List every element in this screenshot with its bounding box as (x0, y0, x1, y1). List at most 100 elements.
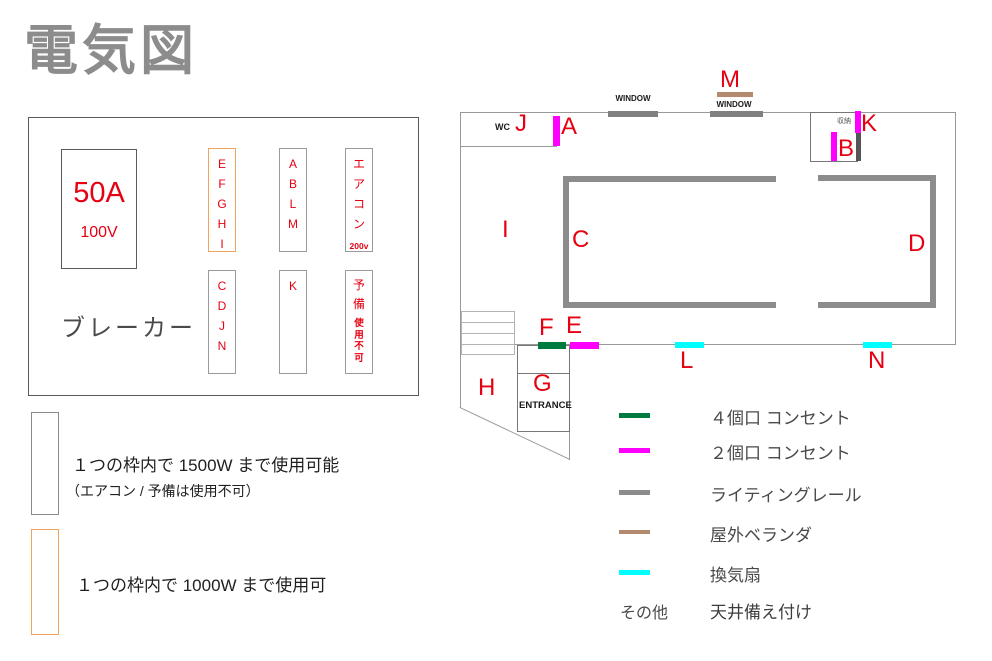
window-label-2: WINDOW (716, 100, 752, 109)
circuit-letter: ア (352, 177, 365, 191)
marker-letter-l: L (680, 347, 694, 374)
circuit-group-k: K (279, 270, 307, 374)
circuit-group-ablm: A B L M (279, 148, 307, 252)
marker-letter-d: D (908, 230, 926, 257)
circuit-letter: M (288, 217, 298, 231)
legend-swatch-fan (619, 570, 650, 575)
stair-step-line (462, 322, 514, 323)
lighting-rail-d-bottom (818, 302, 936, 308)
circuit-letter: B (288, 177, 297, 191)
outlet-bar-b (831, 132, 837, 161)
circuit-letter: G (217, 197, 227, 211)
lighting-rail-d-top (818, 175, 936, 181)
lighting-rail-c-left (563, 176, 569, 308)
fan-bar-l (675, 342, 704, 348)
stair-step-line (462, 333, 514, 334)
circuit-letter: 予 (352, 278, 365, 292)
wall-right (955, 112, 956, 345)
circuit-letter: J (219, 319, 225, 333)
wall-wc-bottom (460, 146, 557, 147)
usage-note-subtext-1500w: （エアコン / 予備は使用不可） (66, 483, 260, 499)
fan-bar-n (863, 342, 892, 348)
lighting-rail-c-bottom (563, 302, 776, 308)
legend-label-4-outlet: ４個口 コンセント (710, 409, 851, 428)
main-breaker-box: 50A 100V (61, 149, 137, 269)
marker-letter-i: I (502, 216, 509, 243)
outlet-bar-f (538, 342, 566, 349)
wall-bottom (513, 344, 956, 345)
stairs (461, 311, 515, 355)
circuit-letter: F (218, 177, 226, 191)
circuit-letter: C (217, 279, 227, 293)
usage-note-text-1000w: １つの枠内で 1000W まで使用可 (76, 576, 327, 595)
window-bar-1 (608, 111, 658, 117)
marker-letter-j: J (515, 110, 527, 137)
breaker-panel-label: ブレーカー (61, 315, 196, 342)
circuit-group-aircon: エ ア コ ン 200v (345, 148, 373, 252)
circuit-group-efghi: E F G H I (208, 148, 236, 252)
lighting-rail-c-top (563, 176, 776, 182)
marker-letter-m: M (720, 66, 740, 93)
marker-letter-f: F (539, 314, 554, 341)
breaker-panel: 50A 100V ブレーカー E F G H I A B L M エ ア コ ン… (28, 117, 419, 396)
circuit-letter: I (220, 237, 224, 251)
reserve-note-letter: 使 (354, 318, 364, 329)
legend-label-fan: 換気扇 (710, 566, 761, 585)
circuit-letter: 備 (352, 297, 365, 311)
wall-entrance-right (569, 431, 570, 460)
page-title: 電気図 (24, 18, 198, 82)
usage-note-text-1500w: １つの枠内で 1500W まで使用可能 (72, 456, 340, 475)
outlet-bar-k (855, 111, 861, 133)
main-breaker-volts: 100V (80, 223, 118, 241)
circuit-letter: ン (352, 217, 365, 231)
entrance-room (517, 345, 570, 432)
wc-label: WC (495, 122, 510, 132)
reserve-note-letter: 用 (354, 329, 364, 341)
circuit-letter: コ (352, 197, 365, 211)
wall-top (460, 112, 956, 113)
circuit-letter: N (217, 339, 227, 353)
wall-left (460, 112, 461, 408)
veranda-bar-m (717, 92, 753, 97)
entrance-divider (518, 373, 569, 374)
lighting-rail-d-right (930, 175, 936, 308)
aircon-voltage-note: 200v (349, 241, 369, 251)
outlet-bar-a (553, 116, 560, 146)
outlet-bar-e (570, 342, 599, 349)
circuit-group-cdjn: C D J N (208, 270, 236, 374)
reserve-note-letter: 可 (354, 352, 364, 364)
circuit-letter: エ (352, 157, 365, 171)
circuit-letter: H (217, 217, 227, 231)
usage-note-box-1500w (31, 412, 59, 515)
reserve-note-letter: 不 (354, 341, 364, 352)
window-bar-2 (710, 111, 763, 117)
marker-letter-n: N (868, 347, 886, 374)
circuit-letter: E (217, 157, 226, 171)
marker-letter-c: C (572, 226, 590, 253)
entrance-label: ENTRANCE (519, 400, 572, 411)
legend-swatch-veranda (619, 530, 650, 534)
usage-note-box-1000w (31, 529, 59, 635)
closet-label: 収納 (837, 118, 851, 125)
marker-letter-h: H (478, 374, 496, 401)
marker-letter-b: B (838, 135, 855, 162)
circuit-letter: L (289, 197, 297, 211)
stair-step-line (462, 344, 514, 345)
legend-label-2-outlet: ２個口 コンセント (710, 444, 851, 463)
main-breaker-amps: 50A (73, 176, 125, 209)
wall-segment-closet (856, 133, 861, 161)
legend-swatch-2-outlet (619, 448, 650, 453)
circuit-letter: A (288, 157, 297, 171)
marker-letter-g: G (533, 370, 552, 397)
circuit-letter: D (217, 299, 227, 313)
circuit-group-reserve: 予 備 使 用 不 可 (345, 270, 373, 374)
legend-label-lighting-rail: ライティングレール (710, 486, 862, 505)
legend-swatch-lighting-rail (619, 490, 650, 495)
legend-swatch-4-outlet (619, 413, 650, 418)
marker-letter-a: A (561, 113, 578, 140)
legend-other-label: 天井備え付け (710, 603, 812, 622)
legend-label-veranda: 屋外ベランダ (710, 526, 812, 545)
circuit-letter: K (288, 279, 297, 293)
marker-letter-k: K (861, 110, 878, 137)
